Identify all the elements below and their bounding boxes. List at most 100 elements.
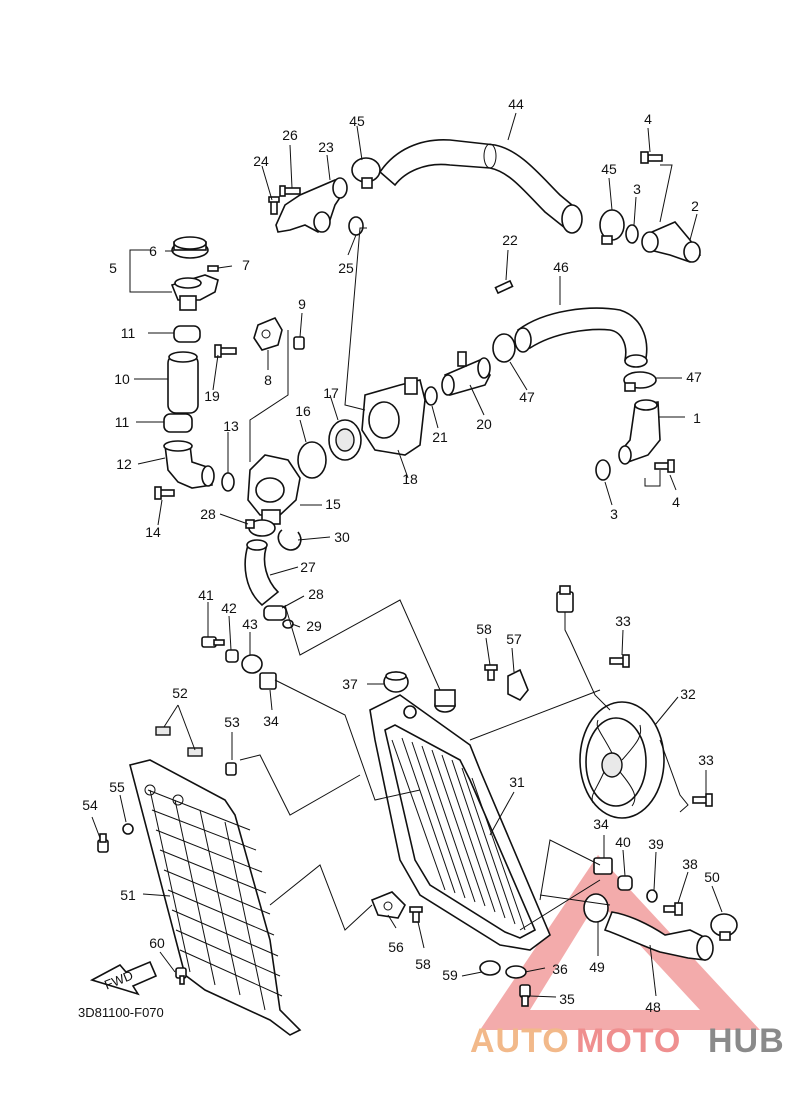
o-ring-21 bbox=[424, 386, 438, 406]
callout-46: 46 bbox=[553, 259, 569, 275]
hose-clamp-30 bbox=[277, 529, 302, 551]
callout-21: 21 bbox=[432, 429, 448, 445]
o-ring-3-lower bbox=[595, 459, 611, 481]
callout-59: 59 bbox=[442, 967, 458, 983]
callout-37: 37 bbox=[342, 676, 358, 692]
bolt-26 bbox=[279, 185, 301, 197]
callout-26: 26 bbox=[282, 127, 298, 143]
callout-57: 57 bbox=[506, 631, 522, 647]
inlet-pipe bbox=[275, 177, 348, 233]
pipe-12 bbox=[163, 440, 215, 489]
callout-34: 34 bbox=[263, 713, 279, 729]
thermostat-housing bbox=[247, 454, 301, 525]
filler-neck bbox=[170, 274, 219, 311]
callout-3: 3 bbox=[633, 181, 641, 197]
lower-hose-48 bbox=[603, 911, 714, 961]
bolt-33-lower bbox=[692, 793, 713, 807]
leader-lines bbox=[91, 112, 723, 998]
callout-58: 58 bbox=[476, 621, 492, 637]
callout-34: 34 bbox=[593, 816, 609, 832]
callout-13: 13 bbox=[223, 418, 239, 434]
callout-44: 44 bbox=[508, 96, 524, 112]
callout-9: 9 bbox=[298, 296, 306, 312]
callout-10: 10 bbox=[114, 371, 130, 387]
bolt-58-lower bbox=[409, 906, 423, 923]
callout-36: 36 bbox=[552, 961, 568, 977]
washer-36 bbox=[505, 965, 527, 979]
bracket-34-upper bbox=[259, 672, 277, 690]
watermark-auto: AUTO bbox=[470, 1022, 570, 1060]
cap-37 bbox=[383, 671, 409, 693]
washer-39 bbox=[646, 889, 658, 903]
pipe-1 bbox=[618, 399, 661, 465]
callout-33: 33 bbox=[698, 752, 714, 768]
upper-radiator-hose bbox=[378, 139, 583, 234]
bolt-19 bbox=[214, 344, 237, 358]
thermostat-cover bbox=[361, 377, 426, 456]
drain-bolt-35 bbox=[519, 984, 531, 1007]
o-ring-25 bbox=[348, 216, 364, 236]
callout-14: 14 bbox=[145, 524, 161, 540]
bolt-14 bbox=[154, 486, 175, 500]
callout-11: 11 bbox=[121, 325, 136, 341]
callout-49: 49 bbox=[589, 959, 605, 975]
grommet-43 bbox=[241, 654, 263, 674]
bolt-38 bbox=[663, 902, 683, 916]
hose-46 bbox=[514, 307, 648, 368]
grommet-59 bbox=[479, 960, 501, 976]
callout-5: 5 bbox=[109, 260, 117, 276]
bracket-34-lower bbox=[593, 857, 613, 875]
callout-7: 7 bbox=[242, 257, 250, 273]
bolt-41 bbox=[201, 636, 225, 648]
callout-24: 24 bbox=[253, 153, 269, 169]
pipe-2 bbox=[641, 221, 702, 263]
callout-labels: 1233445678910111112131415161718192021222… bbox=[82, 96, 720, 1015]
screw-7 bbox=[207, 265, 219, 272]
radiator-fins bbox=[391, 737, 526, 931]
bolt-58-upper bbox=[484, 664, 498, 681]
callout-39: 39 bbox=[648, 836, 664, 852]
callout-6: 6 bbox=[149, 243, 157, 259]
callout-22: 22 bbox=[502, 232, 518, 248]
callout-54: 54 bbox=[82, 797, 98, 813]
hose-clamp-28-upper bbox=[245, 519, 276, 537]
bolt-33-upper bbox=[609, 654, 630, 668]
callout-28: 28 bbox=[200, 506, 216, 522]
callout-4: 4 bbox=[644, 111, 652, 127]
callout-19: 19 bbox=[204, 388, 220, 404]
callout-38: 38 bbox=[682, 856, 698, 872]
washer-55 bbox=[122, 823, 134, 835]
collar-53 bbox=[225, 762, 237, 776]
callout-52: 52 bbox=[172, 685, 188, 701]
callout-25: 25 bbox=[338, 260, 354, 276]
callout-27: 27 bbox=[300, 559, 316, 575]
hose-clamp-50 bbox=[710, 913, 738, 941]
callout-31: 31 bbox=[509, 774, 525, 790]
callout-17: 17 bbox=[323, 385, 339, 401]
callout-45: 45 bbox=[601, 161, 617, 177]
callout-47: 47 bbox=[686, 369, 702, 385]
callout-1: 1 bbox=[693, 410, 701, 426]
callout-48: 48 bbox=[645, 999, 661, 1015]
callout-20: 20 bbox=[476, 416, 492, 432]
callout-40: 40 bbox=[615, 834, 631, 850]
fan-wire bbox=[556, 585, 611, 711]
watermark-text: AUTO MOTO HUB bbox=[470, 1022, 784, 1060]
callout-11: 11 bbox=[115, 414, 130, 430]
collar-40 bbox=[617, 875, 633, 891]
hose-clamp-47-right bbox=[623, 371, 657, 392]
callout-56: 56 bbox=[388, 939, 404, 955]
collar-42 bbox=[225, 649, 239, 663]
fwd-arrow: FWD bbox=[89, 960, 158, 996]
bracket-57 bbox=[507, 668, 529, 702]
gasket-16 bbox=[297, 441, 327, 479]
callout-47: 47 bbox=[519, 389, 535, 405]
callout-32: 32 bbox=[680, 686, 696, 702]
bolt-24 bbox=[268, 196, 280, 215]
callout-29: 29 bbox=[306, 618, 322, 634]
hose-27 bbox=[244, 539, 280, 607]
hose-clamp-47-left bbox=[492, 333, 516, 363]
callout-28: 28 bbox=[308, 586, 324, 602]
callout-50: 50 bbox=[704, 869, 720, 885]
callout-8: 8 bbox=[264, 372, 272, 388]
